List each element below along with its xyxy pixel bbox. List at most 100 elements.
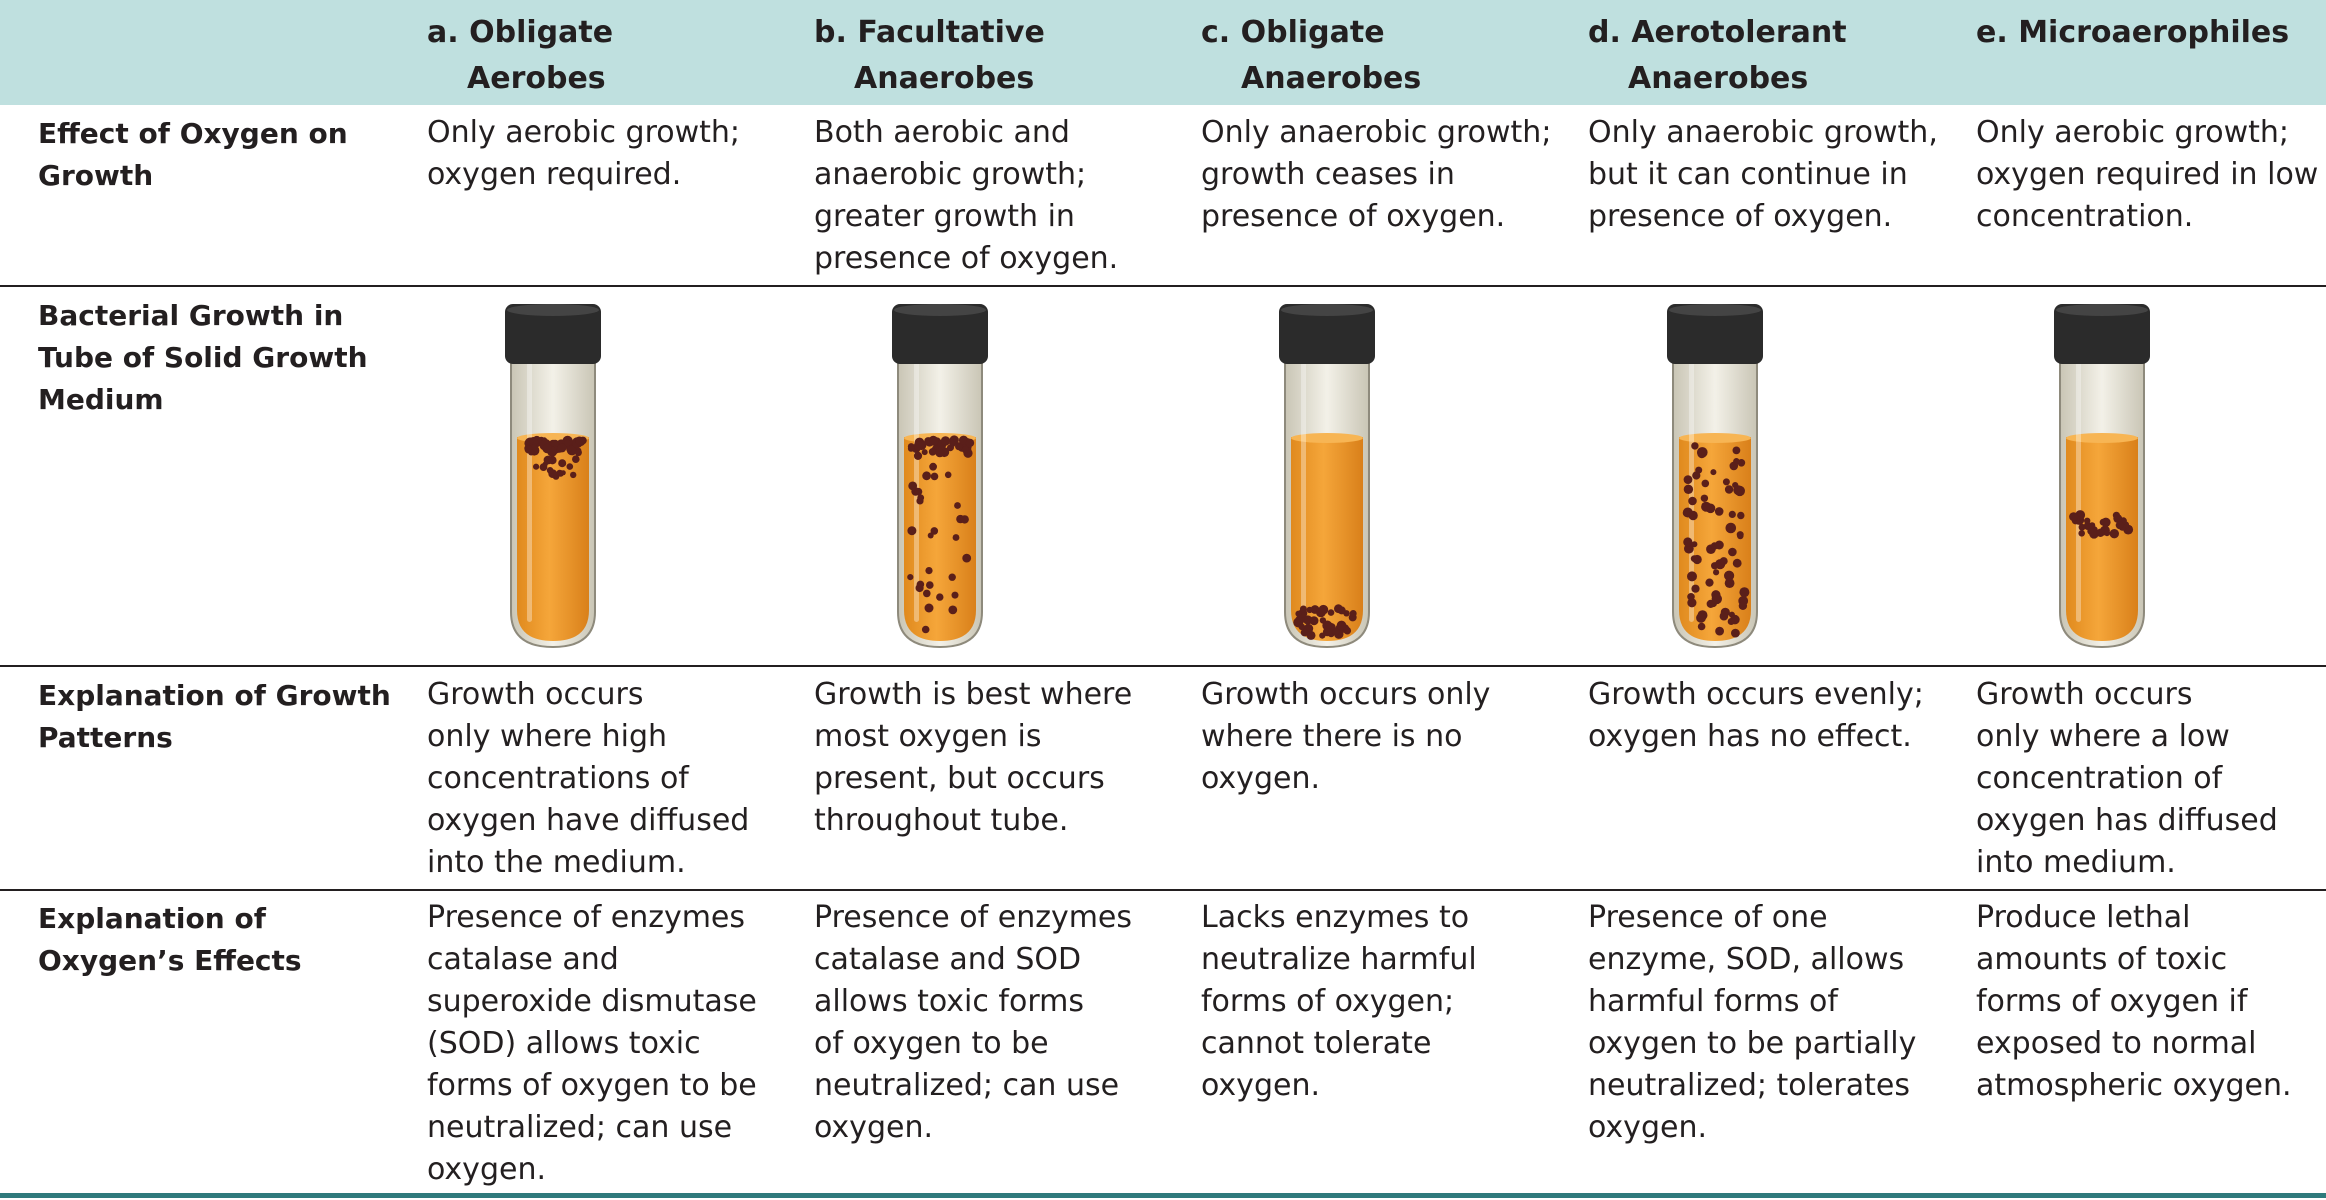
bacterial-colony — [965, 438, 975, 448]
bacterial-colony — [1705, 578, 1714, 587]
bacterial-colony — [1306, 630, 1316, 640]
bacterial-colony — [543, 455, 553, 465]
bacterial-colony — [962, 553, 972, 563]
cell-line: neutralized; can use — [427, 1110, 733, 1145]
bacterial-colony — [574, 449, 582, 457]
effects-cell-facultative-anaerobes: Presence of enzymes catalase and SOD all… — [814, 897, 1132, 1149]
bacterial-colony — [1337, 606, 1346, 615]
bacterial-colony — [2101, 517, 2111, 527]
cell-line: only where a low — [1976, 719, 2230, 754]
bacterial-colony — [1683, 484, 1694, 494]
row-label-line: Bacterial Growth in — [38, 299, 344, 332]
cell-line: cannot tolerate — [1201, 1026, 1432, 1061]
cell-line: Only aerobic growth; — [427, 115, 741, 150]
bacterial-colony — [1722, 478, 1730, 486]
test-tube-obligate-aerobes — [505, 304, 601, 649]
bacterial-colony — [1736, 531, 1744, 539]
cell-line: superoxide dismutase — [427, 984, 757, 1019]
test-tube-microaerophiles — [2054, 304, 2150, 649]
table-bottom-rule — [0, 1193, 2326, 1198]
cell-line: Only aerobic growth; — [1976, 115, 2290, 150]
bacterial-colony — [557, 443, 567, 453]
cell-line: presence of oxygen. — [1588, 199, 1893, 234]
bacterial-colony — [1687, 598, 1697, 608]
test-tube-obligate-anaerobes — [1279, 304, 1375, 649]
column-header-microaerophiles: e. Microaerophiles — [1976, 10, 2289, 56]
bacterial-colony — [1322, 627, 1332, 637]
bacterial-colony — [1724, 485, 1734, 494]
bacterial-colony — [1720, 607, 1730, 617]
bacterial-colony — [1701, 501, 1712, 512]
bacterial-colony — [1701, 479, 1710, 488]
tube-cap-top — [507, 304, 599, 316]
bacterial-colony — [1318, 604, 1329, 615]
bacterial-colony — [1738, 601, 1748, 610]
bacterial-colony — [558, 459, 567, 468]
cell-line: (SOD) allows toxic — [427, 1026, 701, 1061]
tube-medium — [517, 437, 589, 641]
bacterial-colony — [1336, 620, 1347, 631]
bacterial-colony — [1688, 496, 1697, 506]
bacterial-colony — [960, 515, 969, 524]
cell-line: throughout tube. — [814, 803, 1069, 838]
cell-line: exposed to normal — [1976, 1026, 2257, 1061]
bacterial-colony — [936, 593, 944, 601]
cell-line: into the medium. — [427, 845, 686, 880]
bacterial-colony — [913, 451, 923, 460]
cell-line: oxygen to be partially — [1588, 1026, 1917, 1061]
bacterial-colony — [1319, 617, 1327, 624]
bacterial-colony — [1295, 610, 1302, 617]
cell-line: Lacks enzymes to — [1201, 900, 1470, 935]
bacterial-colony — [2103, 530, 2111, 537]
bacterial-colony — [961, 446, 969, 454]
bacterial-colony — [2096, 528, 2105, 537]
cell-line: oxygen required. — [427, 157, 682, 192]
pattern-cell-microaerophiles: Growth occurs only where a low concentra… — [1976, 674, 2278, 884]
bacterial-colony — [907, 445, 915, 452]
cell-line: anaerobic growth; — [814, 157, 1087, 192]
bacterial-colony — [922, 471, 931, 481]
bacterial-colony — [1332, 628, 1340, 636]
cell-line: neutralized; tolerates — [1588, 1068, 1911, 1103]
pattern-cell-facultative-anaerobes: Growth is best where most oxygen is pres… — [814, 674, 1132, 842]
bacterial-colony — [1725, 522, 1737, 534]
cell-line: concentration of — [1976, 761, 2223, 796]
bacterial-colony — [929, 462, 937, 471]
cell-line: growth ceases in — [1201, 157, 1455, 192]
cell-line: catalase and SOD — [814, 942, 1082, 977]
cell-line: oxygen required in low — [1976, 157, 2319, 192]
bacterial-colony — [916, 497, 924, 505]
medium-surface — [2066, 433, 2138, 443]
pattern-cell-obligate-aerobes: Growth occurs only where high concentrat… — [427, 674, 749, 884]
bacterial-colony — [1728, 510, 1736, 518]
cell-line: Growth occurs evenly; — [1588, 677, 1924, 712]
bacterial-colony — [2115, 521, 2124, 530]
bacterial-colony — [1298, 623, 1306, 631]
bacterial-colony — [560, 470, 566, 476]
medium-surface — [1679, 433, 1751, 443]
bacterial-colony — [1343, 626, 1352, 635]
cell-line: atmospheric oxygen. — [1976, 1068, 2292, 1103]
cell-line: present, but occurs — [814, 761, 1105, 796]
cell-line: presence of oxygen. — [814, 241, 1119, 276]
column-header-aerotolerant-anaerobes: d. Aerotolerant Anaerobes — [1588, 10, 1847, 102]
bacterial-colony — [570, 450, 576, 456]
bacterial-colony — [551, 439, 560, 448]
column-header-line-1: d. Aerotolerant — [1588, 15, 1847, 50]
column-header-line-2: Anaerobes — [1241, 61, 1422, 96]
header-band — [0, 0, 2326, 105]
tube-cap-top — [2056, 304, 2148, 316]
cell-line: but it can continue in — [1588, 157, 1908, 192]
bacterial-colony — [2089, 529, 2099, 539]
bacterial-colony — [2109, 529, 2119, 539]
tube-cap — [505, 304, 601, 364]
cell-line: Presence of enzymes — [427, 900, 746, 935]
bacterial-colony — [948, 605, 958, 615]
row-label-line: Patterns — [38, 721, 173, 754]
bacterial-colony — [926, 581, 934, 589]
bacterial-colony — [1322, 620, 1333, 631]
cell-line: Produce lethal — [1976, 900, 2191, 935]
row-label-oxygen-effects: Explanation of Oxygen’s Effects — [38, 898, 302, 982]
cell-line: of oxygen to be — [814, 1026, 1049, 1061]
cell-line: oxygen has diffused — [1976, 803, 2278, 838]
